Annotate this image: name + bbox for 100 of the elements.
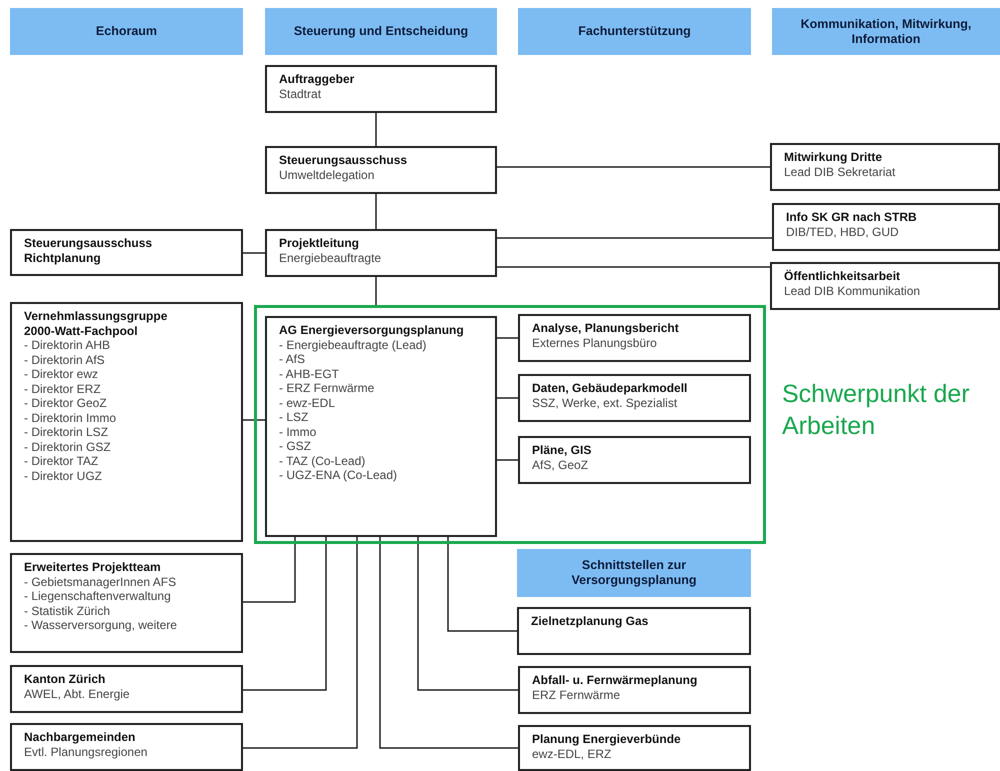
connector-line bbox=[243, 419, 265, 421]
box-text: - Direktorin LSZ bbox=[24, 425, 110, 440]
box-title: Planung Energieverbünde bbox=[532, 732, 682, 746]
connector-line bbox=[497, 337, 518, 339]
org-box bbox=[10, 665, 243, 713]
box-title: Auftraggeber bbox=[279, 72, 356, 86]
org-box bbox=[265, 316, 497, 537]
box-text: AfS, GeoZ bbox=[532, 458, 590, 472]
box-text: Lead DIB Kommunikation bbox=[784, 284, 922, 298]
org-box bbox=[10, 302, 243, 542]
box-text: - AfS bbox=[279, 352, 306, 366]
box-text: - Statistik Zürich bbox=[24, 604, 112, 618]
box-text: - Direktor TAZ bbox=[24, 454, 100, 468]
box-text: DIB/TED, HBD, GUD bbox=[786, 224, 900, 239]
box-text: - Immo bbox=[279, 424, 318, 439]
box-text: - AHB-EGT bbox=[279, 366, 340, 381]
box-text: AWEL, Abt. Energie bbox=[24, 686, 131, 701]
org-box bbox=[770, 143, 1000, 191]
box-text: Stadtrat bbox=[279, 86, 322, 101]
box-text: - ERZ Fernwärme bbox=[279, 381, 376, 396]
box-title: Steuerungsausschuss Richtplanung bbox=[24, 236, 154, 265]
box-title: Daten, Gebäudeparkmodell bbox=[532, 381, 688, 396]
header-text: Steuerung und Entscheidung bbox=[294, 24, 468, 39]
box-title: Vernehmlassungsgruppe 2000-Watt-Fachpool bbox=[24, 309, 168, 338]
org-box bbox=[518, 436, 751, 484]
connector-line bbox=[243, 252, 265, 254]
org-box bbox=[770, 262, 1000, 310]
box-title: Kanton Zürich bbox=[24, 672, 106, 686]
box-text: SSZ, Werke, ext. Spezialist bbox=[532, 396, 678, 410]
box-text: - Direktorin Immo bbox=[24, 410, 118, 425]
header-text: Fachunterstützung bbox=[578, 24, 691, 39]
box-text: - Direktor ERZ bbox=[24, 382, 102, 396]
connector-line bbox=[243, 537, 296, 603]
box-text: - Liegenschaftenverwaltung bbox=[24, 589, 172, 604]
box-text: - UGZ-ENA (Co-Lead) bbox=[279, 468, 398, 482]
connector-line bbox=[447, 537, 517, 632]
box-text: - ewz-EDL bbox=[279, 396, 336, 410]
connector-line bbox=[243, 537, 327, 691]
box-text: - Wasserversorgung, weitere bbox=[24, 618, 178, 632]
org-box bbox=[518, 725, 751, 771]
box-text: - Direktorin AHB bbox=[24, 338, 112, 352]
header-text: Schnittstellen zur Versorgungsplanung bbox=[570, 558, 698, 588]
box-text: - LSZ bbox=[279, 410, 310, 424]
box-text: - GebietsmanagerInnen AFS bbox=[24, 574, 178, 589]
org-box bbox=[265, 146, 497, 194]
box-text: - Direktorin GSZ bbox=[24, 440, 112, 454]
box-text: Energiebeauftragte bbox=[279, 250, 382, 265]
org-box bbox=[518, 374, 751, 422]
box-text: - Direktorin AfS bbox=[24, 352, 106, 367]
org-box bbox=[265, 229, 497, 277]
box-text: - TAZ (Co-Lead) bbox=[279, 454, 366, 468]
org-box bbox=[10, 723, 243, 771]
box-title: Zielnetzplanung Gas bbox=[531, 614, 650, 628]
box-title: AG Energieversorgungsplanung bbox=[279, 323, 465, 338]
box-title: Nachbargemeinden bbox=[24, 730, 136, 744]
connector-line bbox=[243, 537, 358, 749]
box-title: Erweitertes Projektteam bbox=[24, 560, 162, 574]
header-text: Echoraum bbox=[96, 24, 158, 39]
box-title: Info SK GR nach STRB bbox=[786, 210, 918, 224]
focus-label: Schwerpunkt der Arbeiten bbox=[782, 379, 971, 442]
header-text: Kommunikation, Mitwirkung, Information bbox=[800, 16, 972, 46]
connector-line bbox=[417, 537, 518, 691]
org-box bbox=[10, 229, 243, 276]
box-text: - Direktor UGZ bbox=[24, 468, 103, 483]
box-text: - Direktor GeoZ bbox=[24, 396, 108, 410]
connector-line bbox=[497, 397, 518, 399]
box-title: Pläne, GIS bbox=[532, 443, 592, 458]
connector-line bbox=[375, 113, 377, 146]
box-title: Öffentlichkeitsarbeit bbox=[784, 269, 902, 284]
connector-line bbox=[497, 166, 770, 168]
box-text: ERZ Fernwärme bbox=[532, 688, 622, 702]
box-title: Steuerungsausschuss bbox=[279, 153, 408, 168]
box-text: - GSZ bbox=[279, 439, 312, 454]
connector-line bbox=[375, 194, 377, 229]
org-box bbox=[10, 553, 243, 653]
org-box bbox=[265, 65, 497, 113]
connector-line bbox=[379, 537, 518, 749]
org-box bbox=[772, 203, 1000, 251]
column-header bbox=[517, 549, 751, 597]
column-header bbox=[518, 8, 751, 55]
connector-line bbox=[497, 237, 772, 239]
box-title: Analyse, Planungsbericht bbox=[532, 321, 680, 336]
connector-line bbox=[375, 277, 377, 305]
org-box bbox=[518, 666, 751, 714]
org-box bbox=[517, 607, 751, 655]
box-text: Evtl. Planungsregionen bbox=[24, 744, 148, 759]
box-title: Abfall- u. Fernwärmeplanung bbox=[532, 673, 698, 688]
column-header bbox=[772, 8, 1000, 55]
box-title: Mitwirkung Dritte bbox=[784, 150, 883, 164]
box-text: Umweltdelegation bbox=[279, 168, 376, 182]
column-header bbox=[265, 8, 497, 55]
box-title: Projektleitung bbox=[279, 236, 360, 250]
box-text: - Energiebeauftragte (Lead) bbox=[279, 338, 428, 352]
box-text: Lead DIB Sekretariat bbox=[784, 164, 896, 179]
box-text: ewz-EDL, ERZ bbox=[532, 746, 612, 761]
connector-line bbox=[497, 266, 770, 268]
box-text: Externes Planungsbüro bbox=[532, 336, 658, 350]
org-box bbox=[518, 314, 751, 362]
connector-line bbox=[497, 459, 518, 461]
column-header bbox=[10, 8, 243, 55]
